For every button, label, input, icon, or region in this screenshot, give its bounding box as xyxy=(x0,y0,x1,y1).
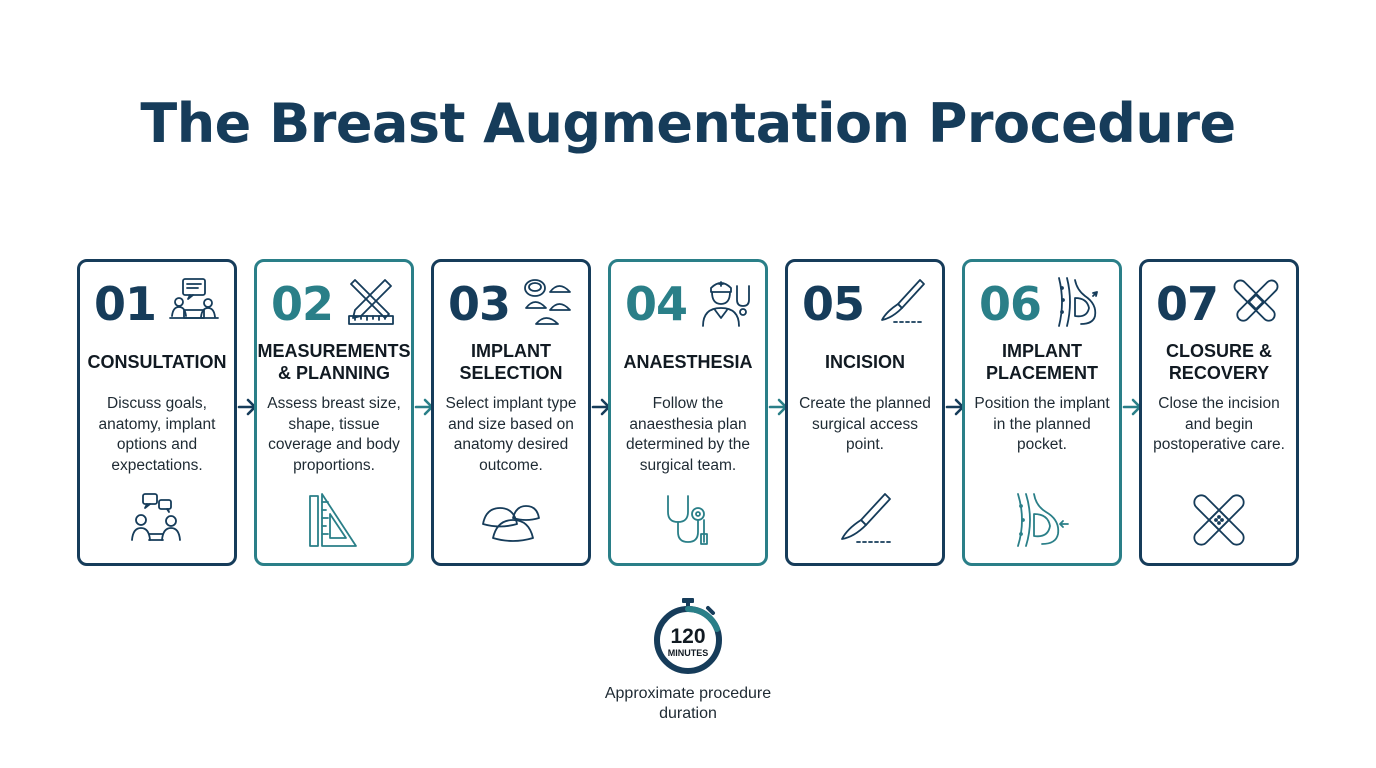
pencil-ruler-icon xyxy=(348,279,394,325)
step-heading: MEASUREMENTS & PLANNING xyxy=(257,341,411,383)
step-number: 05 xyxy=(802,277,865,331)
step-number: 02 xyxy=(271,277,334,331)
consultation-screen-icon xyxy=(169,278,219,319)
step-number: 03 xyxy=(448,277,511,331)
page-title: The Breast Augmentation Procedure xyxy=(140,92,1236,155)
step-number: 01 xyxy=(94,277,157,331)
step-number: 04 xyxy=(625,277,688,331)
stethoscope-icon xyxy=(667,495,708,545)
step-description: Follow the anaesthesia plan determined b… xyxy=(625,395,751,474)
implant-pocket-icon xyxy=(1017,493,1069,547)
bandage-icon xyxy=(1233,279,1279,322)
step-description: Select implant type and size based on an… xyxy=(445,395,577,474)
step-number: 07 xyxy=(1156,277,1219,331)
anaesthetist-icon xyxy=(702,281,750,327)
step-description: Assess breast size, shape, tissue covera… xyxy=(267,395,401,474)
step-heading: INCISION xyxy=(824,352,905,372)
step-description: Discuss goals, anatomy, implant options … xyxy=(98,395,216,474)
step-card-implant-selection: 03 IMPLANT SELECTION Select implant type… xyxy=(431,259,591,566)
step-card-closure-recovery: 07 CLOSURE & RECOVERY Close the incision… xyxy=(1139,259,1299,566)
discussion-people-icon xyxy=(131,493,181,541)
step-number: 06 xyxy=(979,277,1042,331)
step-heading: CLOSURE & RECOVERY xyxy=(1165,341,1272,383)
implants-group-icon xyxy=(524,279,571,325)
step-heading: CONSULTATION xyxy=(87,352,227,372)
step-description: Position the implant in the planned pock… xyxy=(974,395,1110,453)
duration-unit: MINUTES xyxy=(667,648,709,658)
bandage-icon xyxy=(1193,494,1245,546)
duration-value: 120 xyxy=(670,625,706,648)
step-card-measurements-planning: 02 MEASUREMENTS & PLANNING Assess breast… xyxy=(254,259,414,566)
implant-profile-icon xyxy=(1058,277,1098,327)
step-card-incision: 05 INCISION Create the planned surgical … xyxy=(785,259,945,566)
step-description: Create the planned surgical access point… xyxy=(799,395,931,453)
stopwatch-icon xyxy=(654,598,722,674)
step-card-anaesthesia: 04 ANAESTHESIA Follow the anaesthesia pl… xyxy=(608,259,768,566)
scalpel-icon xyxy=(881,279,925,323)
implants-pair-icon xyxy=(482,505,540,542)
step-description: Close the incision and begin postoperati… xyxy=(1153,395,1285,453)
step-heading: IMPLANT SELECTION xyxy=(459,341,563,383)
scalpel-icon xyxy=(841,493,892,543)
step-heading: IMPLANT PLACEMENT xyxy=(986,341,1098,383)
step-heading: ANAESTHESIA xyxy=(623,352,753,372)
duration-caption: Approximate procedure duration xyxy=(604,685,772,722)
step-card-implant-placement: 06 IMPLANT PLACEMENT Position the implan… xyxy=(962,259,1122,566)
step-card-consultation: 01 CONSULTATION Discuss goals, anatomy, … xyxy=(77,259,237,566)
set-square-icon xyxy=(309,493,357,547)
